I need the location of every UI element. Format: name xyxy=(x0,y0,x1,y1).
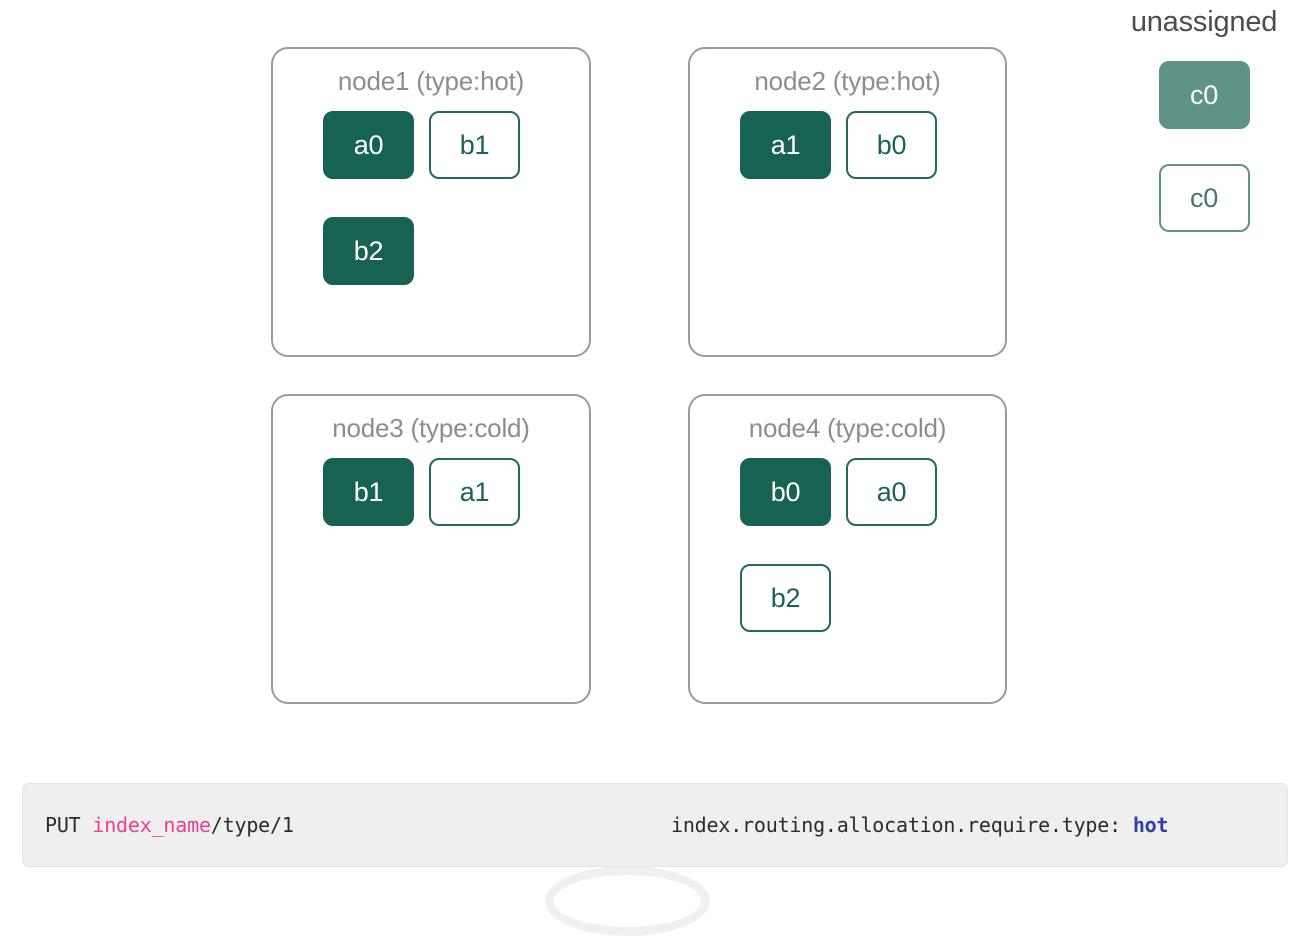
code-setting-space xyxy=(1121,813,1133,837)
code-setting-value: hot xyxy=(1132,813,1169,837)
shard-unassigned-replica-c0[interactable]: c0 xyxy=(1158,164,1250,232)
shard-row: b2 xyxy=(323,217,579,285)
shard-row: a1 b0 xyxy=(740,111,995,179)
shard-area-node2: a1 b0 xyxy=(740,111,995,347)
unassigned-title: unassigned xyxy=(1130,6,1278,38)
shard-row: b1 a1 xyxy=(323,458,579,526)
shard-replica-b1[interactable]: b1 xyxy=(429,111,520,179)
node-label-node3: node3 (type:cold) xyxy=(332,413,530,443)
watermark-arc xyxy=(545,866,710,936)
shard-area-node3: b1 a1 xyxy=(323,458,579,694)
shard-row: a0 b1 xyxy=(323,111,579,179)
shard-primary-a1[interactable]: a1 xyxy=(740,111,831,179)
code-bar: PUT index_name/type/1 index.routing.allo… xyxy=(22,783,1288,867)
unassigned-shard-list: c0 c0 xyxy=(1106,61,1302,232)
code-path: /type/1 xyxy=(210,813,294,837)
shard-primary-b2[interactable]: b2 xyxy=(323,217,414,285)
code-setting-key: index.routing.allocation.require.type: xyxy=(671,813,1121,837)
shard-unassigned-primary-c0[interactable]: c0 xyxy=(1158,61,1250,129)
shard-replica-a0[interactable]: a0 xyxy=(846,458,937,526)
shard-primary-a0[interactable]: a0 xyxy=(323,111,414,179)
shard-replica-b0[interactable]: b0 xyxy=(846,111,937,179)
code-request-line: PUT index_name/type/1 xyxy=(45,813,294,837)
node-label-node4: node4 (type:cold) xyxy=(748,413,947,443)
node-container-node1[interactable]: node1 (type:hot) a0 b1 b2 xyxy=(271,47,591,357)
shard-area-node1: a0 b1 b2 xyxy=(323,111,579,347)
node-container-node3[interactable]: node3 (type:cold) b1 a1 xyxy=(271,394,591,704)
node-container-node4[interactable]: node4 (type:cold) b0 a0 b2 xyxy=(688,394,1007,704)
code-setting-line: index.routing.allocation.require.type: h… xyxy=(671,813,1169,837)
shard-row: b0 a0 xyxy=(740,458,995,526)
code-http-method: PUT xyxy=(45,813,93,837)
shard-primary-b1[interactable]: b1 xyxy=(323,458,414,526)
code-index-name: index_name xyxy=(92,813,211,837)
shard-replica-a1[interactable]: a1 xyxy=(429,458,520,526)
shard-replica-b2[interactable]: b2 xyxy=(740,564,831,632)
shard-primary-b0[interactable]: b0 xyxy=(740,458,831,526)
shard-row: b2 xyxy=(740,564,995,632)
unassigned-section: unassigned c0 c0 xyxy=(1106,6,1302,232)
node-label-node1: node1 (type:hot) xyxy=(337,66,525,96)
shard-area-node4: b0 a0 b2 xyxy=(740,458,995,694)
node-label-node2: node2 (type:hot) xyxy=(754,66,941,96)
node-container-node2[interactable]: node2 (type:hot) a1 b0 xyxy=(688,47,1007,357)
